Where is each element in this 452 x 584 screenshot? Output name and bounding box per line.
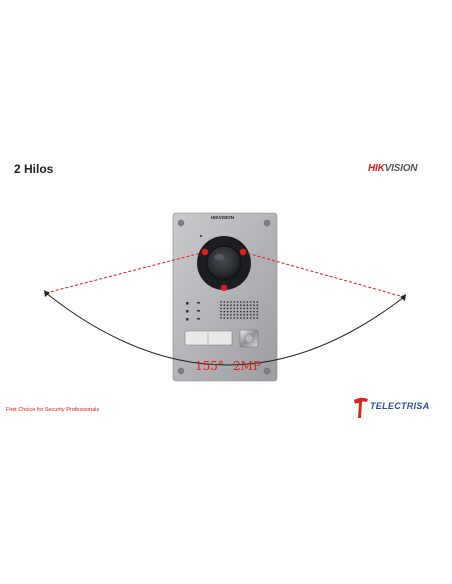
page-title: 2 Hilos (14, 162, 54, 176)
speaker-hole (253, 317, 255, 319)
speaker-hole (233, 301, 236, 303)
speaker-hole (253, 307, 255, 310)
speaker-hole (243, 304, 246, 307)
speaker-hole (246, 313, 249, 316)
speaker-hole (239, 310, 242, 313)
speaker-hole (223, 301, 226, 303)
status-indicator-icons (186, 302, 200, 321)
speaker-hole (256, 313, 259, 316)
speaker-hole (239, 304, 242, 307)
ir-led (201, 248, 209, 256)
speaker-hole (253, 313, 255, 316)
screw (177, 367, 185, 375)
speaker-hole (256, 307, 259, 310)
logo-part-vision: VISION (384, 163, 418, 174)
telectrisa-t-icon (354, 397, 368, 418)
speaker-hole (243, 317, 246, 319)
speaker-hole (226, 307, 229, 310)
speaker-hole (256, 317, 259, 319)
viewing-angle-label: 155° (195, 359, 224, 373)
speaker-hole (226, 310, 229, 313)
fov-line-right (242, 251, 405, 298)
speaker-hole (230, 301, 232, 303)
speaker-hole (239, 313, 242, 316)
speaker-hole (220, 304, 222, 307)
speaker-hole (230, 313, 232, 316)
speaker-hole (236, 301, 239, 303)
speaker-hole (253, 304, 255, 307)
speaker-hole (220, 301, 222, 303)
speaker-hole (236, 317, 239, 319)
speaker-hole (223, 317, 226, 319)
speaker-hole (220, 310, 222, 313)
speaker-hole (233, 313, 236, 316)
speaker-hole (226, 317, 229, 319)
speaker-hole (249, 307, 252, 310)
arrow-left (44, 290, 50, 297)
speaker-hole (233, 307, 236, 310)
resolution-label: 2MP (233, 359, 261, 373)
speaker-hole (256, 304, 259, 307)
speaker-hole (253, 310, 255, 313)
speaker-hole (239, 301, 242, 303)
speaker-hole (230, 310, 232, 313)
speaker-hole (249, 304, 252, 307)
speaker-hole (239, 307, 242, 310)
speaker-hole (256, 310, 259, 313)
name-card-slot (184, 330, 233, 346)
speaker-hole (246, 301, 249, 303)
speaker-hole (246, 310, 249, 313)
speaker-hole (220, 307, 222, 310)
fov-arc (45, 292, 405, 366)
speaker-hole (230, 307, 232, 310)
speaker-hole (226, 313, 229, 316)
speaker-hole (236, 310, 239, 313)
screw (177, 219, 185, 227)
speaker-hole (226, 304, 229, 307)
speaker-hole (223, 313, 226, 316)
logo-part-hik: HIK (368, 163, 385, 174)
speaker-hole (243, 310, 246, 313)
telectrisa-logo: TELECTRISA (352, 396, 448, 418)
speaker-hole (239, 317, 242, 319)
speaker-grille (220, 301, 259, 319)
device-brand-label: HIKVISION (211, 215, 235, 220)
speaker-hole (220, 313, 222, 316)
hikvision-logo: HIKVISION (368, 163, 418, 174)
speaker-hole (230, 317, 232, 319)
speaker-hole (233, 310, 236, 313)
speaker-hole (246, 317, 249, 319)
speaker-hole (246, 304, 249, 307)
screw (263, 219, 271, 227)
speaker-hole (236, 307, 239, 310)
speaker-hole (233, 304, 236, 307)
speaker-hole (253, 301, 255, 303)
speaker-hole (243, 313, 246, 316)
arrow-right (400, 294, 406, 301)
speaker-hole (220, 317, 222, 319)
speaker-hole (246, 307, 249, 310)
speaker-hole (243, 301, 246, 303)
speaker-hole (249, 317, 252, 319)
speaker-hole (249, 313, 252, 316)
speaker-hole (243, 307, 246, 310)
speaker-hole (236, 304, 239, 307)
tagline: First Choice for Security Professionals (6, 407, 100, 413)
speaker-hole (256, 301, 259, 303)
fov-line-left (45, 251, 206, 294)
screw (263, 367, 271, 375)
speaker-hole (249, 310, 252, 313)
speaker-hole (223, 304, 226, 307)
speaker-hole (230, 304, 232, 307)
speaker-hole (249, 301, 252, 303)
speaker-hole (226, 301, 229, 303)
speaker-hole (223, 310, 226, 313)
telectrisa-name: TELECTRISA (370, 401, 430, 411)
speaker-hole (233, 317, 236, 319)
speaker-hole (236, 313, 239, 316)
camera-lens (206, 245, 242, 281)
ir-led (220, 284, 228, 292)
speaker-hole (223, 307, 226, 310)
